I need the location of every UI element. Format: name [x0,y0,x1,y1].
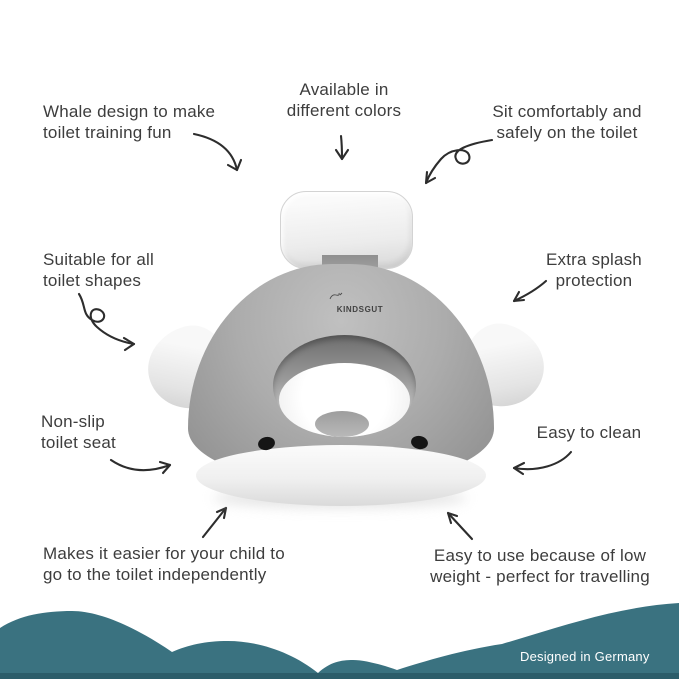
annotation-line: Easy to clean [536,423,642,442]
brand-whale-doodle-icon [329,292,343,300]
wave-shape [0,603,679,679]
annotation-line: Suitable for all [43,250,154,269]
annotation-line: safely on the toilet [496,123,638,142]
annotation-line: Easy to use because of low [433,546,647,565]
annotation-line: toilet training fun [43,123,172,142]
annotation-easy-to-clean: Easy to clean [509,422,669,443]
annotation-splash-protection: Extra splash protection [514,249,674,291]
brand-logo: KINDSGUT [315,292,405,317]
annotation-line: Makes it easier for your child to [43,544,285,563]
whale-belly-base [196,445,486,506]
bottom-wave-decoration [0,603,679,679]
annotation-sit-comfortably: Sit comfortably and safely on the toilet [487,101,647,143]
annotation-line: Available in [299,80,389,99]
annotation-line: different colors [286,101,402,120]
annotation-travel: Easy to use because of low weight - perf… [420,545,660,587]
annotation-line: weight - perfect for travelling [430,567,650,586]
annotation-line: Sit comfortably and [492,102,642,121]
annotation-line: toilet seat [41,433,116,452]
annotation-line: go to the toilet independently [43,565,267,584]
annotation-toilet-shapes: Suitable for all toilet shapes [43,249,154,291]
annotation-line: Whale design to make [43,102,216,121]
annotation-non-slip: Non-slip toilet seat [41,411,116,453]
annotation-line: protection [555,271,633,290]
brand-logo-text: KINDSGUT [336,305,384,314]
seat-front-saddle [315,411,369,437]
annotation-whale-design: Whale design to make toilet training fun [43,101,215,143]
annotation-independence: Makes it easier for your child to go to … [43,543,285,585]
annotation-line: Extra splash [546,250,642,269]
wave-bottom-strip [0,673,679,679]
annotation-line: Non-slip [41,412,105,431]
designed-in-germany-badge: Designed in Germany [520,649,650,664]
annotation-line: toilet shapes [43,271,142,290]
annotation-available-colors: Available in different colors [264,79,424,121]
